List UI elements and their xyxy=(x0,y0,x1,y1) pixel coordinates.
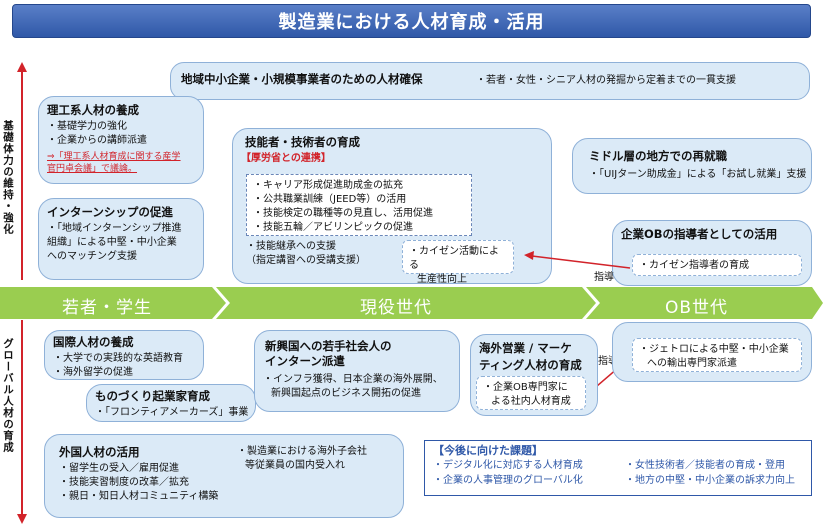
stage-band-active xyxy=(216,287,596,319)
future-item: ・企業の人事管理のグローバル化 xyxy=(433,475,583,486)
skills-heading: 技能者・技術者の育成 xyxy=(245,135,360,149)
intl-item: ・大学での実践的な英語教育 xyxy=(53,353,183,364)
axis-bottom-label: グローバル人材の育成 xyxy=(2,338,14,453)
midlife-heading: ミドル層の地方での再就職 xyxy=(589,149,727,163)
midlife-item: ・「UIJターン助成金」による「お試し就業」支援 xyxy=(589,169,807,180)
mhlw-item: ・キャリア形成促進助成金の拡充 xyxy=(253,180,403,191)
foreign-item: ・親日・知日人材コミュニティ構築 xyxy=(59,491,219,502)
stage-band xyxy=(0,287,823,319)
succession-line: （指定講習への受講支援） xyxy=(246,255,366,266)
overseas-item-box: ・企業OB専門家に よる社内人材育成 xyxy=(476,376,586,410)
jetro-item: への輸出専門家派遣 xyxy=(647,358,737,369)
foreign-right-item: ・製造業における海外子会社 xyxy=(237,446,367,457)
intern-item: 組織」による中堅・中小企業 xyxy=(47,237,177,248)
axis-arrows xyxy=(17,62,27,524)
succession-line: ・技能継承への支援 xyxy=(246,241,336,252)
foreign-item: ・留学生の受入／雇用促進 xyxy=(59,463,179,474)
emerging-item: ・インフラ獲得、日本企業の海外展開、 xyxy=(263,374,443,385)
emerging-item: 新興国起点のビジネス開拓の促進 xyxy=(271,388,421,399)
ob-instructor-item: ・カイゼン指導者の育成 xyxy=(639,260,749,271)
foreign-bubble: 外国人材の活用 ・留学生の受入／雇用促進 ・技能実習制度の改革／拡充 ・親日・知… xyxy=(44,434,404,518)
guide-label-bottom: 指導 xyxy=(598,356,618,367)
intl-bubble: 国際人材の養成 ・大学での実践的な英語教育 ・海外留学の促進 xyxy=(44,330,204,380)
foreign-item: ・技能実習制度の改革／拡充 xyxy=(59,477,189,488)
stage-active: 現役世代 xyxy=(360,298,432,318)
foreign-right-item: 等従業員の国内受入れ xyxy=(245,460,345,471)
up-arrow-head xyxy=(17,62,27,72)
future-heading: 【今後に向けた課題】 xyxy=(433,444,543,457)
intern-item: ・「地域インターンシップ推進 xyxy=(47,223,182,234)
mhlw-box: ・キャリア形成促進助成金の拡充 ・公共職業訓練（JEED等）の活用 ・技能検定の… xyxy=(246,174,472,236)
ob-instructor-bubble: 企業OBの指導者としての活用 xyxy=(612,220,812,286)
mhlw-item: ・技能五輪／アビリンピックの促進 xyxy=(253,222,413,233)
guide-arrow-top-head xyxy=(524,251,534,260)
mhlw-label: 【厚労省との連携】 xyxy=(241,153,331,164)
emerging-bubble: 新興国への若手社会人の インターン派遣 ・インフラ獲得、日本企業の海外展開、 新… xyxy=(254,330,460,412)
emerging-heading: インターン派遣 xyxy=(265,354,345,368)
stage-young: 若者・学生 xyxy=(62,298,152,318)
intern-heading: インターンシップの促進 xyxy=(47,205,173,219)
future-item: ・地方の中堅・中小企業の訴求力向上 xyxy=(625,475,795,486)
overseas-item: ・企業OB専門家に xyxy=(483,382,568,393)
emerging-heading: 新興国への若手社会人の xyxy=(265,339,392,353)
overseas-item: よる社内人材育成 xyxy=(491,396,571,407)
title-text: 製造業における人材育成・活用 xyxy=(278,12,545,33)
intl-item: ・海外留学の促進 xyxy=(53,367,133,378)
foreign-heading: 外国人材の活用 xyxy=(59,445,140,459)
ob-instructor-item-box: ・カイゼン指導者の育成 xyxy=(632,254,802,276)
monozukuri-bubble: ものづくり起業家育成 ・「フロンティアメーカーズ」事業 xyxy=(86,384,256,422)
stage-band-ob xyxy=(586,287,823,319)
future-item: ・女性技術者／技能者の育成・登用 xyxy=(625,460,785,471)
overseas-heading: ティング人材の育成 xyxy=(479,358,582,372)
axis-top-label: 基礎体力の維持・強化 xyxy=(2,120,14,235)
rikou-link[interactable]: 官円卓会議」で議論。 xyxy=(47,164,138,174)
kaizen-line: ・カイゼン活動による xyxy=(409,246,499,271)
intl-heading: 国際人材の養成 xyxy=(53,335,134,349)
guide-arrow-top-line xyxy=(531,255,631,269)
regional-heading: 地域中小企業・小規模事業者のための人材確保 xyxy=(181,72,423,86)
succession-text: ・技能継承への支援 （指定講習への受講支援） xyxy=(246,240,366,268)
midlife-bubble: ミドル層の地方での再就職 ・「UIJターン助成金」による「お試し就業」支援 xyxy=(572,138,812,194)
rikou-bubble: 理工系人材の養成 ・基礎学力の強化 ・企業からの講師派遣 ⇒「理工系人材育成に関… xyxy=(38,96,204,184)
regional-note: ・若者・女性・シニア人材の発掘から定着までの一貫支援 xyxy=(476,75,736,86)
guide-label-top: 指導 xyxy=(594,272,614,283)
rikou-heading: 理工系人材の養成 xyxy=(47,103,139,117)
future-box: 【今後に向けた課題】 ・デジタル化に対応する人材育成 ・女性技術者／技能者の育成… xyxy=(424,440,812,496)
intern-item: へのマッチング支援 xyxy=(47,251,137,262)
regional-bubble: 地域中小企業・小規模事業者のための人材確保 ・若者・女性・シニア人材の発掘から定… xyxy=(170,62,810,100)
kaizen-box: ・カイゼン活動による 生産性向上 xyxy=(402,240,514,285)
page-title: 製造業における人材育成・活用 xyxy=(12,4,811,38)
jetro-box: ・ジェトロによる中堅・中小企業 への輸出専門家派遣 xyxy=(632,338,802,372)
foreign-right-text: ・製造業における海外子会社 等従業員の国内受入れ xyxy=(237,445,367,473)
mhlw-item: ・公共職業訓練（JEED等）の活用 xyxy=(253,194,407,205)
kaizen-line: 生産性向上 xyxy=(417,274,467,285)
mhlw-item: ・技能検定の職種等の見直し、活用促進 xyxy=(253,208,433,219)
monozukuri-item: ・「フロンティアメーカーズ」事業 xyxy=(95,407,249,418)
rikou-link[interactable]: ⇒「理工系人材育成に関する産学 xyxy=(47,152,181,162)
rikou-item: ・企業からの講師派遣 xyxy=(47,135,147,146)
monozukuri-heading: ものづくり起業家育成 xyxy=(95,389,210,403)
overseas-heading: 海外営業 / マーケ xyxy=(479,341,572,355)
stage-ob: OB世代 xyxy=(665,298,729,318)
future-item: ・デジタル化に対応する人材育成 xyxy=(433,460,583,471)
rikou-item: ・基礎学力の強化 xyxy=(47,121,127,132)
jetro-item: ・ジェトロによる中堅・中小企業 xyxy=(639,344,789,355)
ob-instructor-heading: 企業OBの指導者としての活用 xyxy=(621,227,778,241)
stage-band-young xyxy=(0,287,226,319)
down-arrow-head xyxy=(17,514,27,524)
intern-bubble: インターンシップの促進 ・「地域インターンシップ推進 組織」による中堅・中小企業… xyxy=(38,198,204,280)
